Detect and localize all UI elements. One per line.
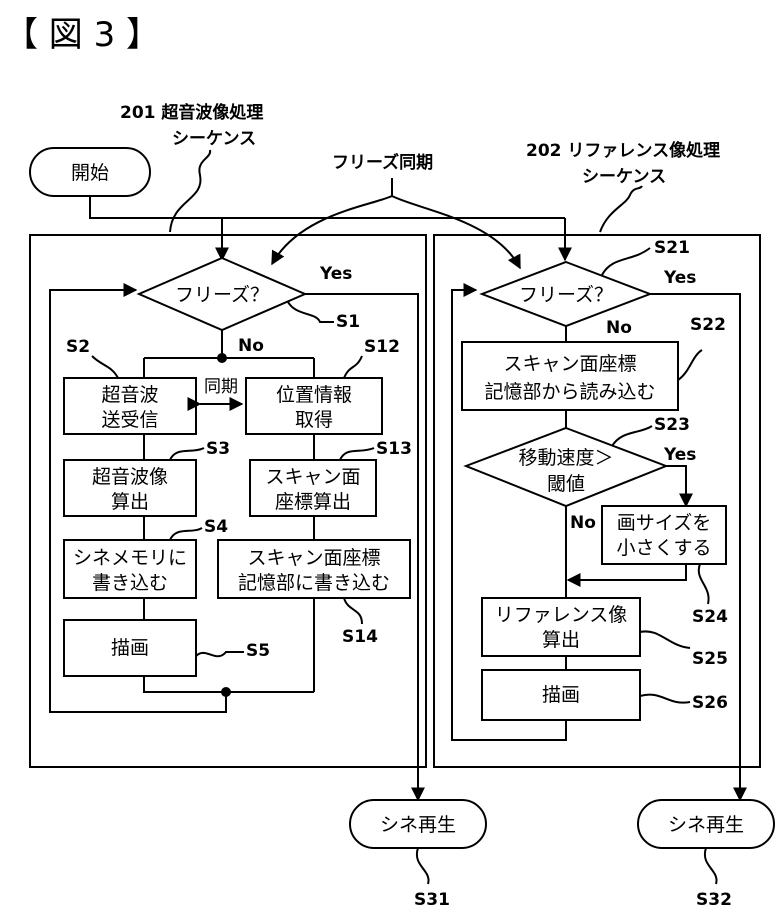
- step-label-s12: S12: [364, 337, 400, 357]
- ref-image-calc-line1: リファレンス像: [495, 604, 628, 626]
- cine-write-line1: シネメモリに: [73, 547, 187, 569]
- step-label-s22: S22: [690, 315, 726, 335]
- step-label-s1: S1: [336, 312, 360, 332]
- s2-leader: [92, 356, 118, 378]
- s21-leader: [602, 248, 650, 275]
- scan-plane-write-line2: 記憶部に書き込む: [238, 572, 390, 594]
- cine-write-line2: 書き込む: [92, 572, 168, 594]
- start-connector: [90, 196, 565, 218]
- figure-title: 【 図 3 】: [4, 15, 160, 55]
- s32-leader: [705, 848, 717, 884]
- no-label-3: No: [570, 513, 596, 533]
- draw-box-2-label: 描画: [542, 684, 580, 706]
- s13-leader: [340, 448, 374, 460]
- yes-label-1: Yes: [319, 264, 352, 284]
- step-label-s2: S2: [66, 337, 90, 357]
- no-label-2: No: [606, 318, 632, 338]
- scan-plane-calc-line2: 座標算出: [275, 491, 351, 513]
- seq202-label-line2: シーケンス: [582, 167, 666, 187]
- step-label-s3: S3: [206, 439, 230, 459]
- yes-path-3: [666, 466, 686, 506]
- us-image-calc-line2: 算出: [111, 491, 149, 513]
- seq201-label-line2: シーケンス: [172, 129, 256, 149]
- seq202-leader: [600, 186, 642, 232]
- freeze-sync-arrow-left: [272, 178, 392, 264]
- step-label-s21: S21: [654, 238, 690, 258]
- yes-label-2: Yes: [663, 268, 696, 288]
- scan-plane-read-line1: スキャン面座標: [503, 353, 636, 375]
- no-label-1: No: [238, 336, 264, 356]
- freeze-decision-2-label: フリーズ？: [519, 284, 613, 306]
- position-info-line2: 取得: [295, 409, 333, 431]
- s1-leader: [288, 302, 334, 322]
- speed-decision-line2: 閾値: [547, 473, 585, 495]
- yes-label-3: Yes: [663, 445, 696, 465]
- position-info-line1: 位置情報: [276, 384, 352, 406]
- shrink-line2: 小さくする: [616, 537, 711, 559]
- step-label-s26: S26: [692, 693, 728, 713]
- s23-leader: [612, 426, 652, 446]
- seq201-leader: [170, 150, 210, 232]
- send-receive-line1: 超音波: [101, 384, 158, 406]
- step-label-s24: S24: [692, 607, 728, 627]
- start-label: 開始: [71, 162, 109, 184]
- shrink-to-merge: [568, 564, 686, 580]
- freeze-decision-1-label: フリーズ？: [175, 284, 269, 306]
- freeze-sync-label: フリーズ同期: [332, 152, 433, 173]
- scan-plane-write-line1: スキャン面座標: [247, 547, 380, 569]
- s12-leader: [344, 356, 362, 378]
- step-label-s4: S4: [204, 517, 228, 537]
- shrink-line1: 画サイズを: [617, 512, 711, 534]
- seq201-label-line1: 201 超音波像処理: [120, 102, 263, 123]
- step-label-s23: S23: [654, 415, 690, 435]
- speed-decision-line1: 移動速度＞: [518, 447, 613, 469]
- s24-leader: [699, 564, 709, 604]
- step-label-s13: S13: [376, 439, 412, 459]
- step-label-s5: S5: [246, 641, 270, 661]
- seq202-label-line1: 202 リファレンス像処理: [526, 141, 720, 161]
- draw-box-1-label: 描画: [111, 637, 149, 659]
- step-label-s14: S14: [342, 627, 378, 647]
- s4-leader: [170, 528, 202, 540]
- us-image-calc-line1: 超音波像: [92, 466, 168, 488]
- ref-image-calc-line2: 算出: [542, 629, 580, 651]
- s5-leader: [196, 652, 244, 656]
- cine-play-2-label: シネ再生: [668, 814, 744, 836]
- send-receive-line2: 送受信: [101, 409, 158, 431]
- s26-leader: [640, 695, 690, 703]
- cine-play-1-label: シネ再生: [380, 814, 456, 836]
- s31-leader: [417, 848, 429, 884]
- scan-plane-calc-line1: スキャン面: [265, 466, 360, 488]
- s14-leader: [344, 598, 362, 624]
- sync-label: 同期: [204, 377, 238, 397]
- s25-leader: [640, 631, 690, 648]
- step-label-s32: S32: [696, 890, 732, 910]
- step-label-s31: S31: [414, 890, 450, 910]
- scan-plane-read-line2: 記憶部から読み込む: [484, 381, 655, 403]
- s3-leader: [170, 448, 204, 460]
- freeze-sync-arrow-right: [392, 196, 520, 268]
- step-label-s25: S25: [692, 649, 728, 669]
- s22-leader: [678, 350, 702, 380]
